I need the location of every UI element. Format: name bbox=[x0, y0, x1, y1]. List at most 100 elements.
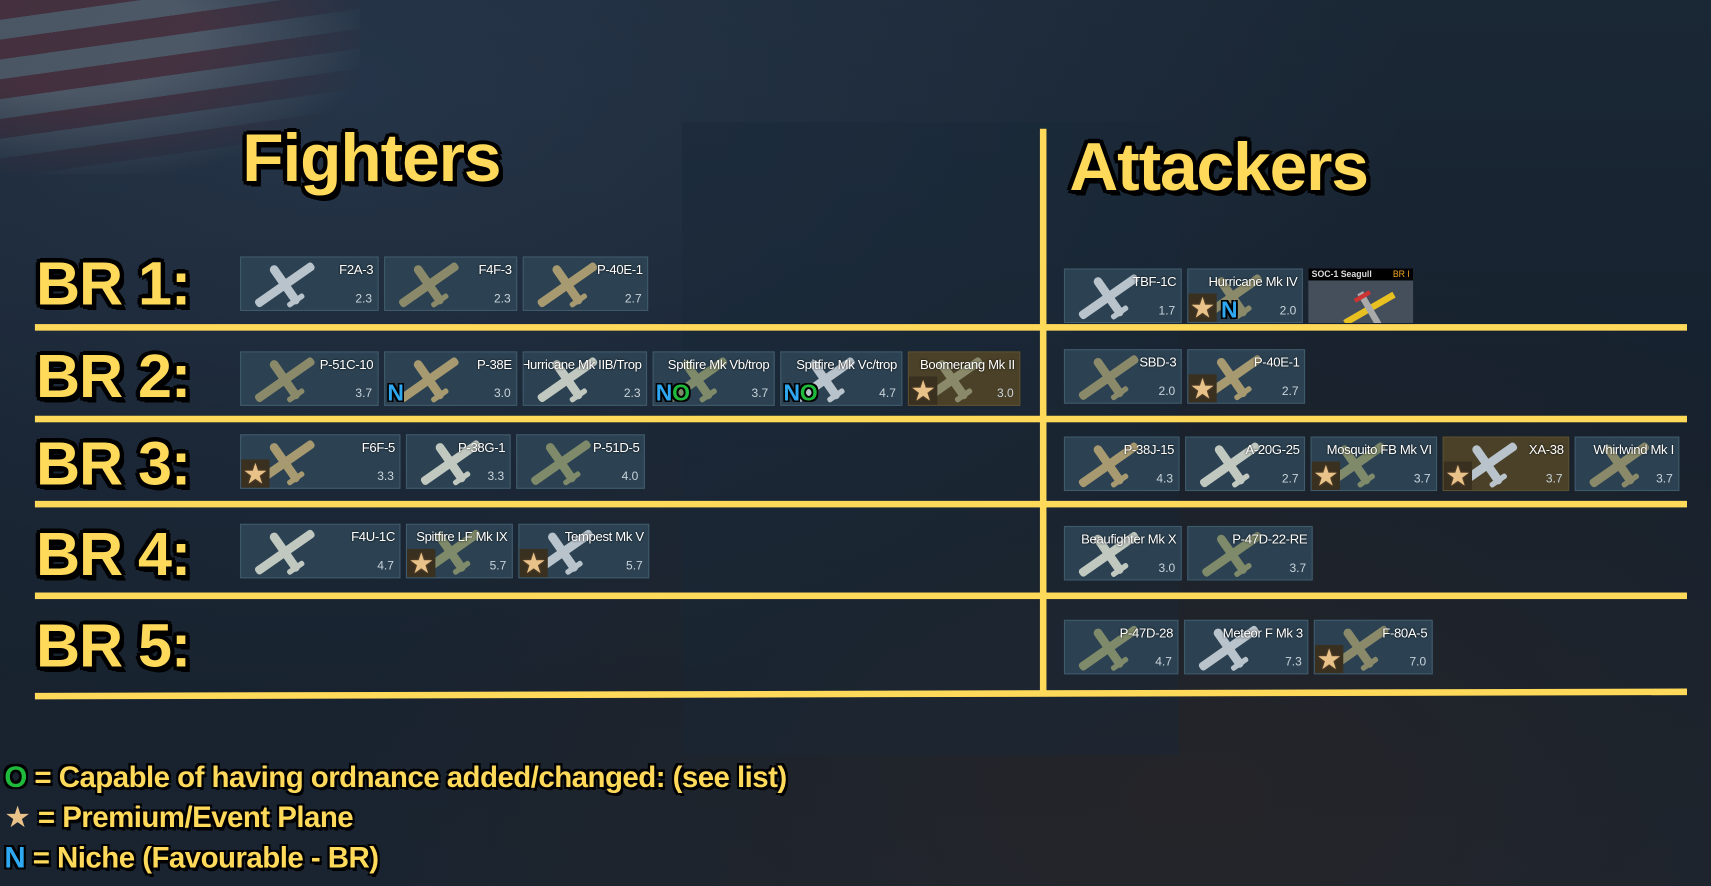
plane-icon bbox=[254, 529, 315, 575]
premium-star-icon: ★ bbox=[241, 457, 270, 489]
vehicle-name: P-51C-10 bbox=[319, 356, 374, 373]
vehicle-card[interactable]: P-38E 3.0 N bbox=[384, 351, 518, 406]
plane-icon bbox=[1078, 274, 1139, 320]
vehicle-name: A-20G-25 bbox=[1245, 441, 1300, 458]
vehicle-name: P-38E bbox=[477, 356, 512, 373]
plane-icon bbox=[531, 440, 591, 486]
battle-rating: 2.3 bbox=[355, 292, 373, 306]
premium-star-icon: ★ bbox=[1443, 459, 1473, 492]
br-label-5: BR 5: bbox=[36, 611, 191, 680]
battle-rating: 2.7 bbox=[624, 292, 642, 306]
plane-icon bbox=[420, 529, 481, 575]
premium-star-icon: ★ bbox=[4, 800, 31, 834]
battle-rating: 3.7 bbox=[355, 387, 373, 401]
premium-star-icon: ★ bbox=[1311, 459, 1340, 492]
plane-icon bbox=[667, 357, 728, 403]
niche-icon: N bbox=[783, 380, 801, 406]
premium-star-icon: ★ bbox=[407, 546, 436, 579]
vehicle-card[interactable]: P-47D-28 4.7 bbox=[1063, 619, 1179, 675]
vehicle-name: Spitfire Mk Vc/trop bbox=[796, 356, 897, 373]
vehicle-card[interactable]: P-51D-5 4.0 bbox=[516, 434, 645, 489]
vehicle-card[interactable]: Spitfire LF Mk IX 5.7 ★ bbox=[405, 523, 513, 579]
battle-rating: 5.7 bbox=[626, 559, 643, 573]
vehicle-name: F-80A-5 bbox=[1382, 625, 1428, 641]
vehicle-card[interactable]: Mosquito FB Mk VI 3.7 ★ bbox=[1310, 436, 1438, 492]
battle-rating: 3.0 bbox=[493, 387, 511, 401]
vehicle-name: P-47D-28 bbox=[1119, 625, 1174, 641]
battle-rating: 3.7 bbox=[751, 387, 769, 401]
vehicle-name: Spitfire LF Mk IX bbox=[416, 529, 508, 545]
br-label-3: BR 3: bbox=[36, 428, 191, 498]
us-flag-background bbox=[0, 0, 361, 175]
vehicle-name: Boomerang Mk II bbox=[920, 356, 1015, 373]
vehicle-name: P-40E-1 bbox=[1253, 354, 1300, 370]
plane-icon bbox=[1589, 442, 1650, 488]
battle-rating: 3.3 bbox=[487, 470, 505, 484]
battle-rating: 4.7 bbox=[377, 559, 394, 573]
plane-icon bbox=[1328, 625, 1389, 671]
niche-icon: N bbox=[387, 380, 404, 406]
ordnance-icon: O bbox=[4, 760, 27, 794]
battle-rating: 3.7 bbox=[1413, 472, 1431, 486]
row-divider bbox=[34, 415, 1687, 423]
vehicle-name: Beaufighter Mk X bbox=[1081, 531, 1177, 547]
row-divider bbox=[34, 500, 1687, 508]
vehicle-card[interactable]: P-38G-1 3.3 bbox=[405, 434, 511, 489]
premium-star-icon: ★ bbox=[1188, 372, 1217, 404]
vehicle-name: P-47D-22-RE bbox=[1232, 531, 1308, 547]
fighters-br2-row: P-51C-10 3.7 P-38E 3.0 N Hurricane Mk IIB/Tro… bbox=[240, 351, 1021, 406]
vehicle-name: P-38G-1 bbox=[458, 439, 506, 456]
column-divider bbox=[1039, 128, 1047, 692]
battle-rating: 1.7 bbox=[1158, 304, 1176, 318]
battle-rating: 3.7 bbox=[1656, 472, 1673, 486]
plane-icon bbox=[399, 357, 459, 403]
vehicle-card[interactable]: P-40E-1 2.7 ★ bbox=[1187, 349, 1306, 404]
vehicle-card[interactable]: P-51C-10 3.7 bbox=[240, 351, 379, 406]
vehicle-name: F2A-3 bbox=[339, 261, 374, 278]
br-label-2: BR 2: bbox=[36, 341, 191, 411]
vehicle-name: P-51D-5 bbox=[592, 439, 640, 456]
vehicle-name: Mosquito FB Mk VI bbox=[1326, 441, 1432, 458]
vehicle-card[interactable]: P-40E-1 2.7 bbox=[522, 256, 649, 311]
battle-rating: 2.7 bbox=[1281, 385, 1299, 399]
vehicle-name: P-38J-15 bbox=[1123, 441, 1175, 458]
plane-icon bbox=[254, 262, 315, 308]
plane-icon bbox=[1343, 290, 1396, 323]
vehicle-name: P-40E-1 bbox=[596, 261, 643, 278]
vehicle-name: F6F-5 bbox=[361, 439, 396, 456]
battle-rating: 7.0 bbox=[1409, 655, 1427, 669]
plane-icon bbox=[1325, 442, 1386, 488]
battle-rating: 4.7 bbox=[1155, 655, 1172, 669]
plane-icon bbox=[1199, 442, 1260, 488]
plane-icon bbox=[533, 529, 593, 575]
battle-rating: 3.7 bbox=[1545, 472, 1563, 486]
plane-icon bbox=[1198, 625, 1259, 671]
battle-rating: 4.0 bbox=[621, 470, 639, 484]
vehicle-card[interactable]: F2A-3 2.3 bbox=[240, 256, 379, 311]
battle-rating: 5.7 bbox=[489, 559, 507, 573]
